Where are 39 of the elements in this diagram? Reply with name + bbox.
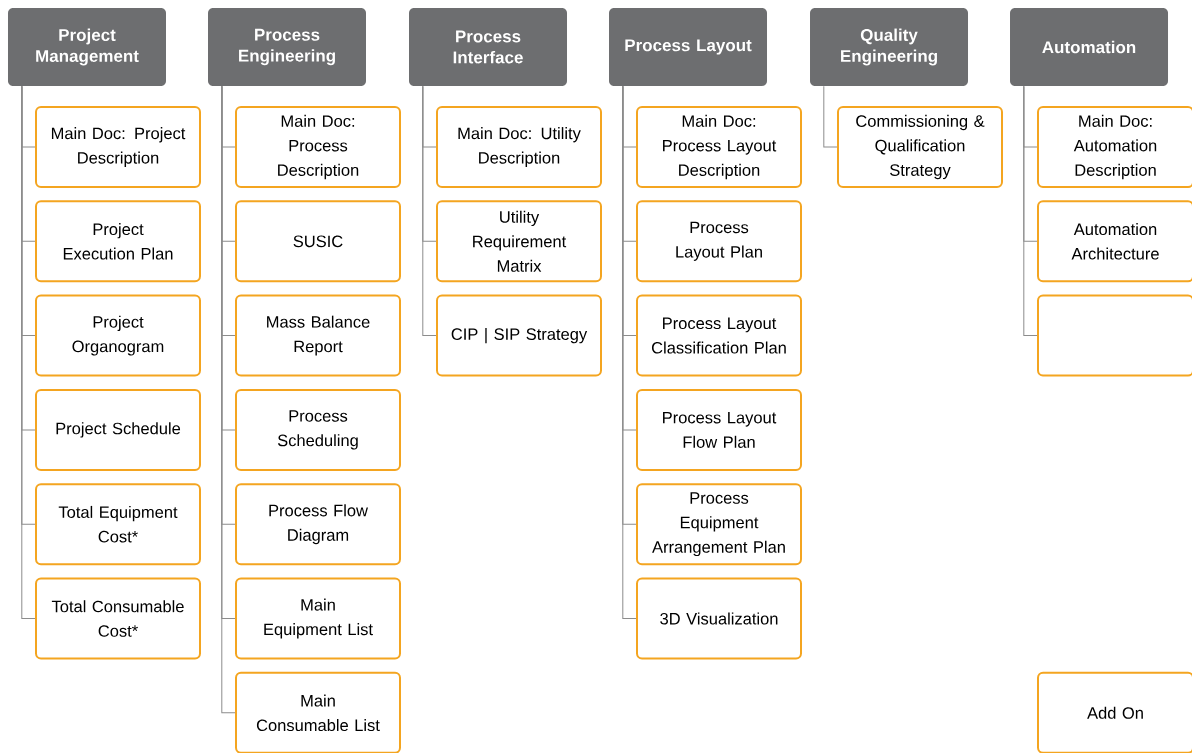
document-box: Main Doc: Process Description xyxy=(235,106,401,188)
document-box: Main Doc: Automation Description xyxy=(1037,106,1192,188)
document-box: Main Equipment List xyxy=(235,577,401,660)
document-box: Project Schedule xyxy=(35,388,201,471)
document-box: Process Flow Diagram xyxy=(235,483,401,566)
document-box: Automation Architecture xyxy=(1037,200,1192,283)
document-box: Main Doc: Process Layout Description xyxy=(636,106,802,188)
document-box: Utility Requirement Matrix xyxy=(436,200,602,283)
tree-connector xyxy=(622,85,637,619)
category-header: Process Layout xyxy=(609,8,767,86)
document-box: Process Layout Classification Plan xyxy=(636,294,802,377)
document-box: Main Doc: Project Description xyxy=(35,106,201,188)
tree-connector xyxy=(823,85,838,148)
tree-connector xyxy=(221,85,236,714)
document-box: Main Doc: Utility Description xyxy=(436,106,602,188)
empty-box xyxy=(1037,294,1192,377)
document-box: Commissioning & Qualification Strategy xyxy=(837,106,1003,188)
tree-connector xyxy=(21,85,36,619)
category-header: Project Management xyxy=(8,8,166,86)
category-header: Quality Engineering xyxy=(810,8,968,86)
document-box: Process Layout Flow Plan xyxy=(636,388,802,471)
document-box: CIP | SIP Strategy xyxy=(436,294,602,377)
category-header: Process Engineering xyxy=(208,8,366,86)
document-box: Process Layout Plan xyxy=(636,200,802,283)
category-header: Automation xyxy=(1010,8,1168,86)
category-header: Process Interface xyxy=(409,8,567,86)
document-box: Mass Balance Report xyxy=(235,294,401,377)
document-box: 3D Visualization xyxy=(636,577,802,660)
document-box: SUSIC xyxy=(235,200,401,283)
document-box: Process Scheduling xyxy=(235,388,401,471)
tree-connector xyxy=(422,85,437,337)
document-box: Project Execution Plan xyxy=(35,200,201,283)
document-box: Add On xyxy=(1037,671,1192,753)
document-box: Total Consumable Cost* xyxy=(35,577,201,660)
document-box: Main Consumable List xyxy=(235,671,401,753)
tree-connector xyxy=(1023,85,1038,337)
document-box: Process Equipment Arrangement Plan xyxy=(636,483,802,566)
document-box: Project Organogram xyxy=(35,294,201,377)
document-box: Total Equipment Cost* xyxy=(35,483,201,566)
